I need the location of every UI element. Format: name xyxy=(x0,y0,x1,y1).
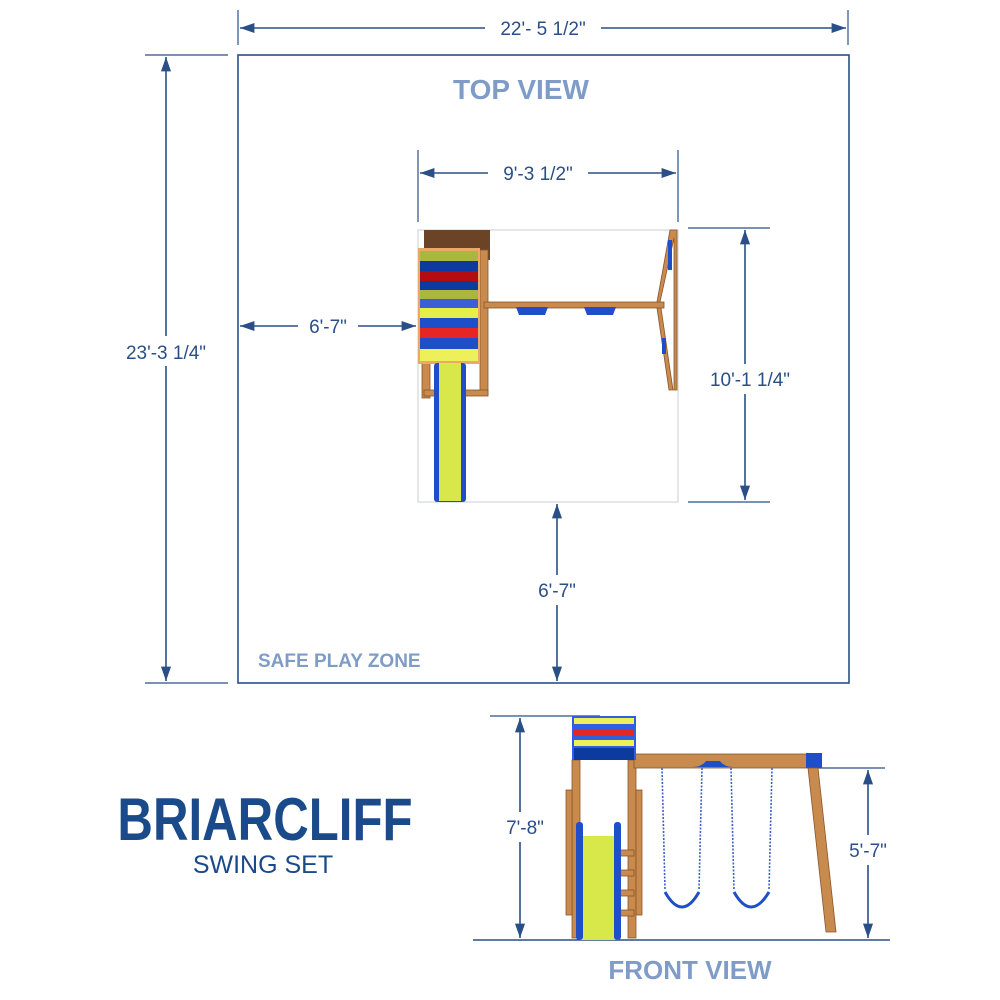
set-width-label: 9'-3 1/2" xyxy=(503,164,573,185)
front-clearance-label: 6'-7" xyxy=(538,581,576,602)
overall-width-dimension: 22'- 5 1/2" xyxy=(237,10,849,45)
front-view-title: FRONT VIEW xyxy=(608,955,772,985)
overall-depth-label: 23'-3 1/4" xyxy=(126,343,206,364)
side-clearance-dimension: 6'-7" xyxy=(240,312,416,340)
product-subtitle: SWING SET xyxy=(193,851,333,879)
beam-height-dimension: 5'-7" xyxy=(812,767,896,938)
playset-top-view-illustration xyxy=(418,229,678,502)
set-width-dimension: 9'-3 1/2" xyxy=(417,150,679,222)
safe-play-zone-boundary xyxy=(237,54,850,684)
set-depth-dimension: 10'-1 1/4" xyxy=(688,227,800,503)
overall-depth-dimension: 23'-3 1/4" xyxy=(110,54,228,684)
product-name: BRIARCLIFF xyxy=(117,785,412,853)
overall-width-label: 22'- 5 1/2" xyxy=(500,19,585,40)
set-footprint xyxy=(417,229,679,503)
set-depth-label: 10'-1 1/4" xyxy=(710,370,790,391)
side-clearance-label: 6'-7" xyxy=(309,317,347,338)
safe-play-zone-label: SAFE PLAY ZONE xyxy=(258,651,421,672)
beam-height-label: 5'-7" xyxy=(849,841,887,862)
front-clearance-dimension: 6'-7" xyxy=(527,504,587,681)
playset-front-view-illustration xyxy=(565,716,837,940)
top-view-title: TOP VIEW xyxy=(453,74,589,105)
overall-height-label: 7'-8" xyxy=(506,818,544,839)
